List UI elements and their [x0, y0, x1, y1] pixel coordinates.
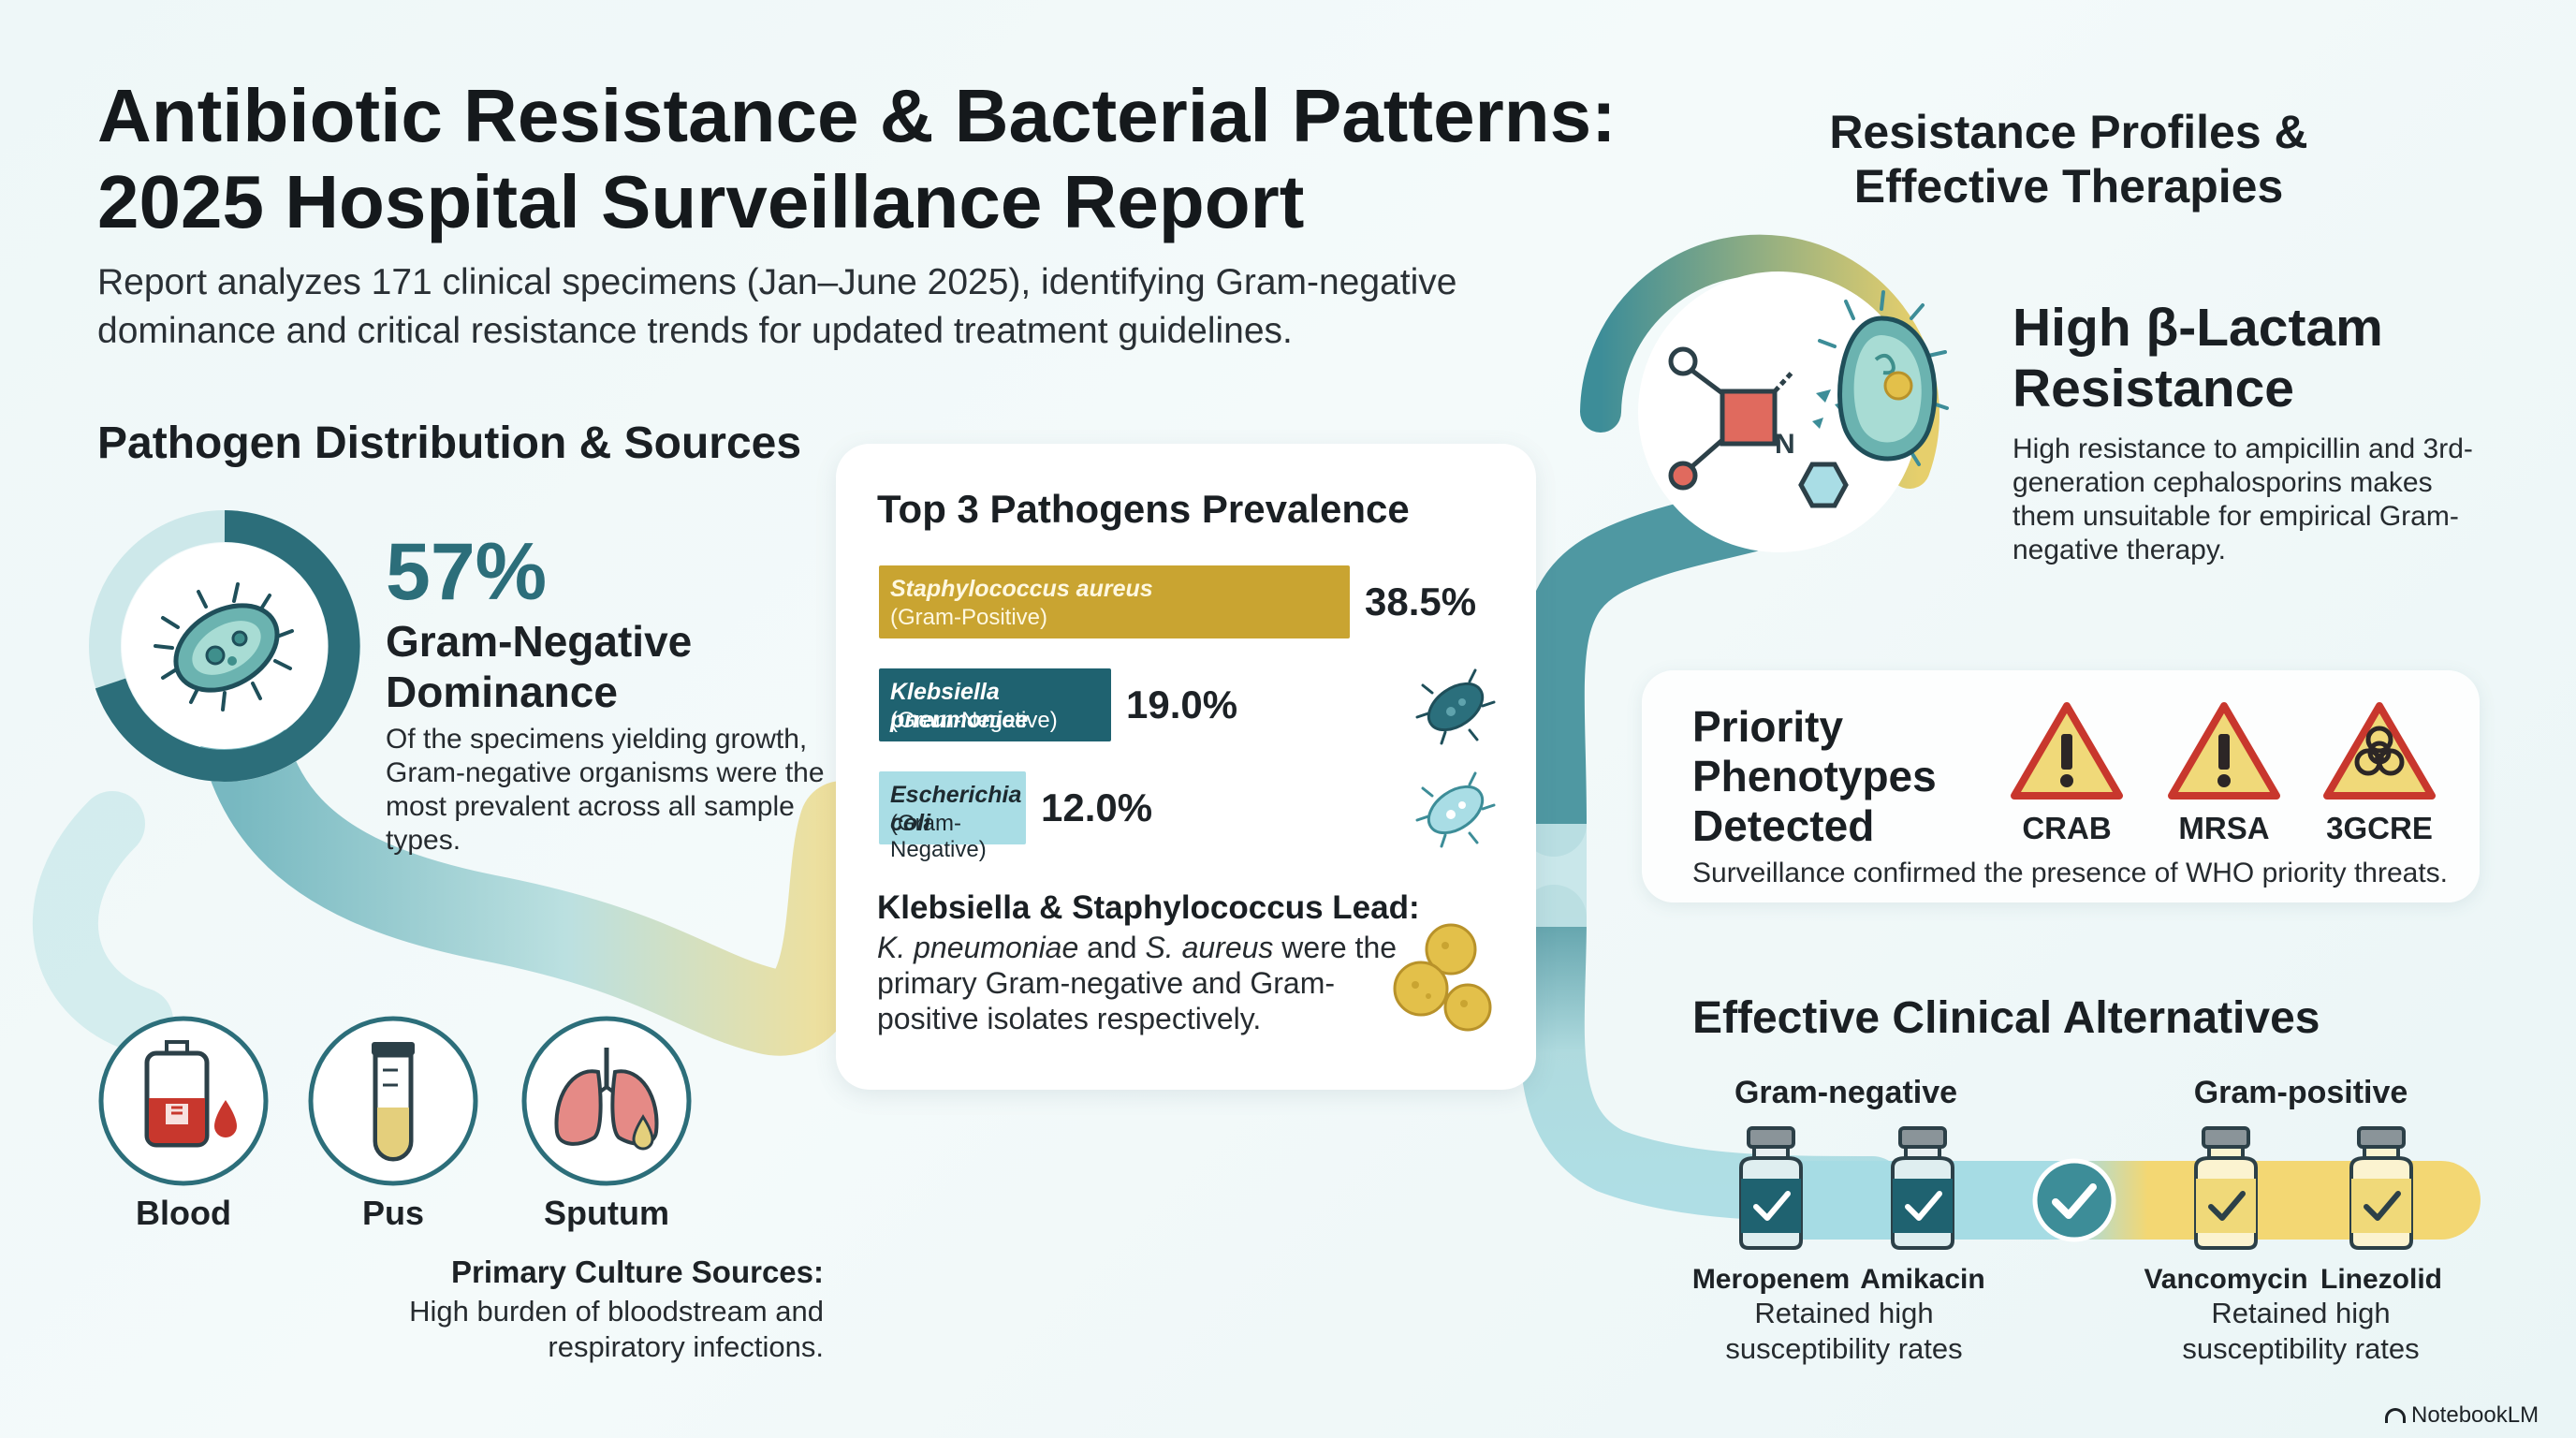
drug-linezolid: Linezolid [2320, 1264, 2442, 1295]
source-pus: Pus [303, 1014, 490, 1239]
test-tube-icon [306, 1014, 480, 1188]
gram-negative-drugs-note: Retained high susceptibility rates [1725, 1297, 1963, 1365]
phenotype-crab: CRAB [1992, 700, 2142, 850]
bar-klebsiella: Klebsiella pneumoniee (Gram-Negative) [879, 668, 1111, 741]
gram-negative-description: Of the specimens yielding growth, Gram-n… [386, 724, 825, 856]
gram-negative-heading: Gram-Negative Dominance [386, 617, 693, 716]
bar-staph-aureus-name: Staphylococcus aureus [890, 576, 1153, 602]
lead-description: K. pneumoniae and S. aureus were the pri… [877, 930, 1420, 1036]
bar-ecoli-value: 12.0% [1041, 785, 1153, 829]
source-blood: Blood [94, 1014, 281, 1239]
lead-species-1: K. pneumoniae [877, 931, 1079, 964]
klebsiella-bacterium-icon [1413, 665, 1498, 749]
brand-name: NotebookLM [2411, 1402, 2539, 1428]
svg-text:N: N [1775, 429, 1795, 460]
vial-vancomycin-icon [2188, 1126, 2263, 1250]
gram-negative-group-heading: Gram-negative [1734, 1075, 1958, 1110]
bar-staph-aureus-group: (Gram-Positive) [890, 605, 1048, 630]
lead-and: and [1087, 931, 1137, 964]
drug-vancomycin: Vancomycin [2144, 1264, 2308, 1295]
bacterium-icon [150, 571, 300, 721]
blood-bag-icon [96, 1014, 271, 1188]
bar-ecoli-name: Escherichia coli [890, 782, 1022, 836]
source-pus-label: Pus [361, 1194, 425, 1232]
alternatives-heading: Effective Clinical Alternatives [1692, 993, 2320, 1043]
high-beta-lactam-description: High resistance to ampicillin and 3rd-ge… [2012, 433, 2473, 565]
phenotype-3gcre: 3GCRE [2305, 700, 2454, 850]
lead-species-2: S. aureus [1145, 931, 1274, 964]
phenotype-mrsa: MRSA [2149, 700, 2299, 850]
sources-note-heading: Primary Culture Sources: [451, 1255, 824, 1289]
prevalence-card-heading: Top 3 Pathogens Prevalence [877, 487, 1410, 531]
source-sputum: Sputum [517, 1014, 704, 1239]
brand-logo: NotebookLM [2385, 1402, 2539, 1429]
high-beta-lactam-heading: High β-Lactam Resistance [2012, 298, 2383, 418]
gram-negative-percent: 57% [386, 527, 548, 617]
bar-ecoli: Escherichia coli (Gram-Negative) [879, 771, 1026, 862]
phenotype-crab-label: CRAB [2022, 811, 2112, 845]
bar-klebsiella-name: Klebsiella pneumoniee [890, 679, 1029, 733]
source-sputum-label: Sputum [544, 1194, 669, 1232]
pathogen-distribution-heading: Pathogen Distribution & Sources [97, 418, 802, 468]
notebooklm-icon [2385, 1408, 2406, 1423]
resistance-profiles-heading: Resistance Profiles & Effective Therapie… [1829, 106, 2308, 213]
sources-note: High burden of bloodstream and respirato… [409, 1295, 824, 1363]
biohazard-icon [2323, 700, 2436, 801]
bar-klebsiella-value: 19.0% [1126, 682, 1238, 726]
vial-linezolid-icon [2344, 1126, 2419, 1250]
vial-amikacin-icon [1885, 1126, 1960, 1250]
lead-rest: were the primary Gram-negative and Gram-… [877, 931, 1398, 1035]
vial-meropenem-icon [1734, 1126, 1808, 1250]
beta-lactam-molecule-icon: N [1647, 281, 1956, 524]
ecoli-bacterium-icon [1413, 768, 1498, 852]
gram-positive-group-heading: Gram-positive [2193, 1075, 2408, 1110]
priority-phenotypes-note: Surveillance confirmed the presence of W… [1692, 858, 2448, 888]
bar-klebsiella-group: (Gram-Negative) [890, 708, 1058, 733]
priority-phenotypes-heading: Priority Phenotypes Detected [1692, 702, 1937, 850]
phenotype-3gcre-label: 3GCRE [2326, 811, 2433, 845]
lead-heading: Klebsiella & Staphylococcus Lead: [877, 889, 1420, 926]
page-subtitle: Report analyzes 171 clinical specimens (… [97, 262, 1457, 351]
warning-icon [2168, 700, 2280, 801]
gram-positive-drugs-note: Retained high susceptibility rates [2182, 1297, 2420, 1365]
warning-icon [2011, 700, 2123, 801]
bar-staph-aureus-value: 38.5% [1365, 580, 1477, 624]
staph-cluster-icon [1389, 917, 1501, 1039]
drug-amikacin: Amikacin [1860, 1264, 1985, 1295]
checkmark-badge-icon [2031, 1157, 2117, 1243]
bar-staph-aureus: Staphylococcus aureus (Gram-Positive) [879, 565, 1350, 638]
phenotype-mrsa-label: MRSA [2178, 811, 2270, 845]
bar-ecoli-group: (Gram-Negative) [890, 811, 987, 862]
source-blood-label: Blood [136, 1194, 231, 1232]
drug-meropenem: Meropenem [1691, 1264, 1851, 1295]
lungs-icon [520, 1014, 694, 1188]
page-title: Antibiotic Resistance & Bacterial Patter… [97, 74, 1617, 243]
